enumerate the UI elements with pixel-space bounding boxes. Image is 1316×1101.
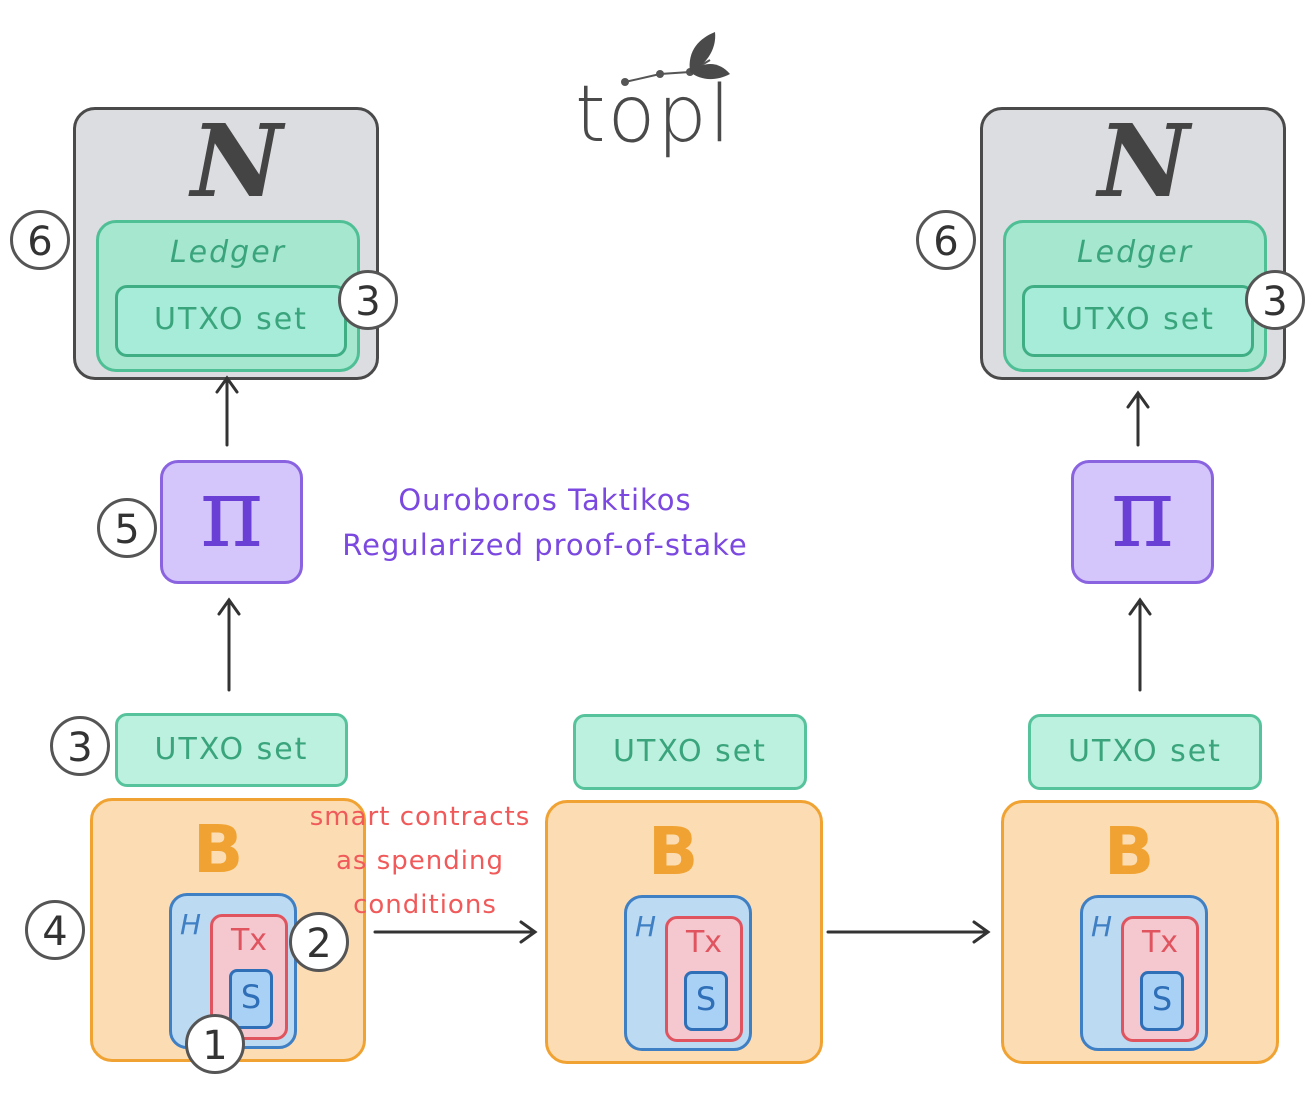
arrow-chain-2 bbox=[826, 920, 991, 944]
block-utxo-label: UTXO set bbox=[154, 732, 309, 767]
script-letter: S bbox=[240, 978, 262, 1016]
topl-logo: topl bbox=[575, 30, 765, 170]
consensus-caption-line2: Regularized proof-of-stake bbox=[342, 528, 748, 562]
consensus-caption: Ouroboros Taktikos Regularized proof-of-… bbox=[300, 478, 790, 568]
script-box: S bbox=[1140, 971, 1184, 1031]
marker-6-right: 6 bbox=[916, 210, 976, 270]
node-utxo-label: UTXO set bbox=[1061, 302, 1215, 337]
node-symbol: N bbox=[1098, 102, 1190, 220]
block-utxo-set-3: UTXO set bbox=[1028, 714, 1262, 790]
node-utxo-set: UTXO set bbox=[115, 285, 347, 357]
header-box: H Tx S bbox=[1080, 895, 1208, 1051]
marker-4: 4 bbox=[25, 900, 85, 960]
script-box: S bbox=[229, 969, 273, 1029]
block-2: B H Tx S bbox=[545, 800, 823, 1064]
note-line2: as spending bbox=[336, 846, 504, 876]
logo-text: topl bbox=[575, 70, 733, 160]
tx-label: Tx bbox=[1141, 925, 1179, 960]
tx-box: Tx S bbox=[210, 914, 288, 1040]
leaf-branch-icon bbox=[621, 32, 730, 86]
node-right: N Ledger UTXO set bbox=[980, 102, 1286, 380]
marker-1: 1 bbox=[185, 1014, 245, 1074]
ledger-box: Ledger UTXO set bbox=[1003, 220, 1267, 372]
script-box: S bbox=[684, 971, 728, 1031]
block-utxo-label: UTXO set bbox=[1068, 734, 1222, 769]
arrow-up-right-lower bbox=[1128, 597, 1152, 692]
ledger-box: Ledger UTXO set bbox=[96, 220, 360, 372]
marker-3-node-left: 3 bbox=[338, 270, 398, 330]
consensus-left: π bbox=[160, 457, 303, 584]
tx-box: Tx S bbox=[665, 916, 743, 1042]
pi-symbol: π bbox=[1110, 457, 1175, 569]
marker-3-node-right: 3 bbox=[1245, 270, 1305, 330]
arrow-chain-1 bbox=[373, 920, 538, 944]
node-utxo-label: UTXO set bbox=[154, 302, 308, 337]
header-box: H Tx S bbox=[624, 895, 752, 1051]
block-utxo-set-2: UTXO set bbox=[573, 714, 807, 790]
block-3: B H Tx S bbox=[1001, 800, 1279, 1064]
header-letter: H bbox=[635, 910, 657, 943]
consensus-caption-line1: Ouroboros Taktikos bbox=[398, 483, 692, 517]
block-utxo-set-1: UTXO set bbox=[115, 713, 348, 787]
arrow-up-right-upper bbox=[1126, 390, 1150, 447]
consensus-right: π bbox=[1071, 457, 1214, 584]
pi-symbol: π bbox=[199, 457, 264, 569]
block-utxo-label: UTXO set bbox=[613, 734, 767, 769]
header-letter: H bbox=[180, 908, 202, 941]
arrow-up-left-lower bbox=[217, 597, 241, 692]
tx-box: Tx S bbox=[1121, 916, 1199, 1042]
ledger-label: Ledger bbox=[1076, 235, 1194, 270]
node-symbol: N bbox=[191, 102, 283, 220]
arrow-up-left-upper bbox=[215, 375, 239, 447]
marker-6-left: 6 bbox=[10, 210, 70, 270]
block-letter: B bbox=[193, 811, 244, 888]
ledger-label: Ledger bbox=[169, 235, 287, 270]
note-line1: smart contracts bbox=[309, 802, 531, 832]
script-letter: S bbox=[695, 980, 717, 1018]
script-letter: S bbox=[1151, 980, 1173, 1018]
block-letter: B bbox=[648, 813, 699, 890]
marker-2: 2 bbox=[289, 912, 349, 972]
marker-3-block: 3 bbox=[50, 716, 110, 776]
block-1: B H Tx S bbox=[90, 798, 366, 1062]
node-left: N Ledger UTXO set bbox=[73, 102, 379, 380]
marker-5: 5 bbox=[97, 498, 157, 558]
smart-contracts-note: smart contracts as spending conditions bbox=[270, 795, 570, 927]
header-letter: H bbox=[1091, 910, 1113, 943]
tx-label: Tx bbox=[685, 925, 723, 960]
tx-label: Tx bbox=[230, 923, 268, 958]
node-utxo-set: UTXO set bbox=[1022, 285, 1254, 357]
block-letter: B bbox=[1104, 813, 1155, 890]
note-line3: conditions bbox=[353, 890, 497, 920]
